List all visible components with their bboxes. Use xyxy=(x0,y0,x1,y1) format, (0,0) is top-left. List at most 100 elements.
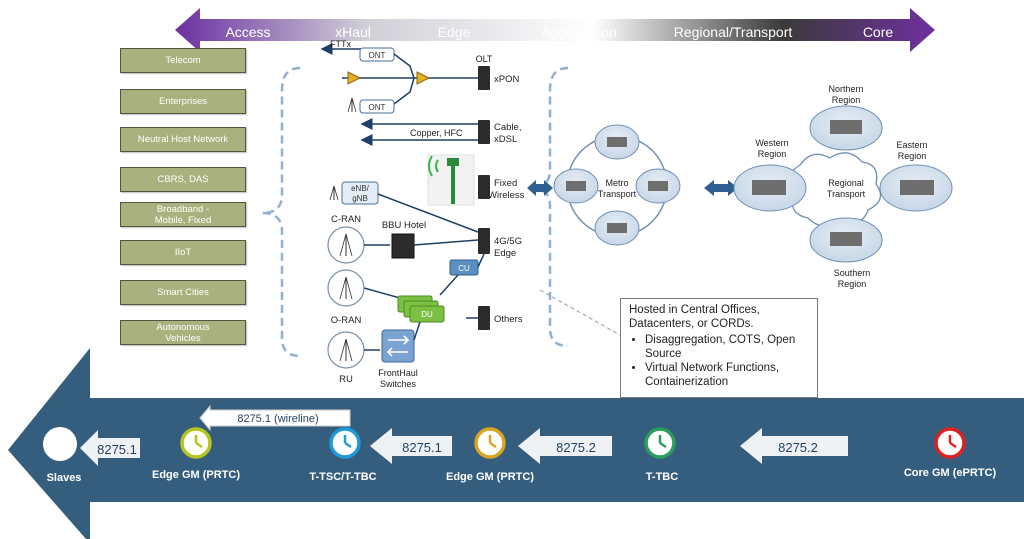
timing-arrow-2-label: 8275.1 xyxy=(402,440,442,455)
splitter-icon-2 xyxy=(416,71,431,85)
regional-transport: Regional Transport Northern Region Weste… xyxy=(733,84,953,289)
fttx-label: FTTx xyxy=(330,39,351,49)
copper-hfc-label: Copper, HFC xyxy=(410,128,463,138)
use-case-iiot: IIoT xyxy=(120,240,246,265)
clock-label-core-gm: Core GM (ePRTC) xyxy=(904,467,997,479)
metro-transport-label: Transport xyxy=(598,189,637,199)
eastern-label: Eastern xyxy=(896,140,927,150)
pon-line xyxy=(393,53,478,79)
southern-region-label: Region xyxy=(838,279,867,289)
xdsl-label: xDSL xyxy=(494,134,517,145)
clock-label-t-tsc: T-TSC/T-TBC xyxy=(309,471,376,483)
metro-rack-bottom xyxy=(607,223,627,233)
cran-tower-icon xyxy=(339,233,353,257)
fronthaul-label: FrontHaul xyxy=(378,368,418,378)
cu-box xyxy=(449,259,479,276)
enb-to-edge-line xyxy=(377,193,479,233)
use-case-telecom: Telecom xyxy=(120,48,246,73)
clock-label-edge-gm-1: Edge GM (PRTC) xyxy=(152,469,240,481)
ru-label: RU xyxy=(339,374,353,385)
metro-transport: Metro Transport xyxy=(553,124,681,246)
ru-tower-icon xyxy=(339,338,353,362)
timing-arrow-1-label: 8275.1 xyxy=(97,442,137,457)
others-device-icon xyxy=(478,306,490,330)
domain-bar-arrow xyxy=(175,8,935,52)
timing-arrow-1 xyxy=(80,430,140,466)
domain-label-regional-transport: Regional/Transport xyxy=(674,24,793,40)
use-case-autonomous-vehicles: Autonomous Vehicles xyxy=(120,320,246,345)
cable-label: Cable, xyxy=(494,122,521,133)
bbu-to-edge-line xyxy=(413,239,479,246)
hosted-title-line-2: Datacenters, or CORDs. xyxy=(629,318,754,330)
domain-label-aggregation: Aggregation xyxy=(541,24,617,40)
enb-gnb-box xyxy=(341,181,379,205)
metro-rack-left xyxy=(566,181,586,191)
xpon-label: xPON xyxy=(494,74,519,85)
hosted-bullet-list: Disaggregation, COTS, Open Source Virtua… xyxy=(629,333,809,389)
edge-4g5g-label: 4G/5G xyxy=(494,236,522,247)
du-box xyxy=(409,305,445,323)
olt-device-icon xyxy=(478,66,490,90)
du-label: DU xyxy=(421,310,433,319)
fronthaul-switch-icon xyxy=(381,329,415,363)
domain-label-core: Core xyxy=(863,24,894,40)
timing-arrow-2 xyxy=(370,428,452,464)
cmts-device-icon xyxy=(478,120,490,144)
edge-4g5g-device-icon xyxy=(478,228,490,254)
use-case-broadband: Broadband - Mobile, Fixed xyxy=(120,202,246,227)
hosted-bullet-1: Disaggregation, COTS, Open Source xyxy=(645,333,809,361)
cu-label: CU xyxy=(458,264,470,273)
access-brace-left xyxy=(261,66,301,358)
timing-arrow-4-label: 8275.2 xyxy=(778,440,818,455)
ont-label-2: ONT xyxy=(369,103,386,112)
wireline-arrow xyxy=(199,404,351,432)
metro-rack-top xyxy=(607,137,627,147)
wireless-label: Wireless xyxy=(488,190,525,201)
fixed-wireless-tower-icon xyxy=(427,154,475,206)
cell-tower-icon-small xyxy=(347,97,357,113)
access-brace-right xyxy=(529,66,569,348)
domain-label-edge: Edge xyxy=(438,24,471,40)
timing-arrow-4 xyxy=(740,428,848,464)
southern-label: Southern xyxy=(834,268,871,278)
timing-arrow-3 xyxy=(518,428,612,464)
western-rack xyxy=(752,180,786,195)
slaves-label: Slaves xyxy=(47,472,82,484)
clock-node-core-gm: Core GM (ePRTC) xyxy=(904,427,997,479)
du-to-cu-line xyxy=(439,274,459,296)
pon-line-2 xyxy=(393,77,415,105)
gnb-label: gNB xyxy=(352,194,368,203)
clock-label-edge-gm-2: Edge GM (PRTC) xyxy=(446,471,534,483)
northern-rack xyxy=(830,120,862,134)
enb-label: eNB/ xyxy=(351,184,370,193)
timing-band: 8275.1 8275.1 8275.2 8275.2 8275.1 (wire… xyxy=(8,348,1024,539)
bbu-hotel-icon xyxy=(391,233,415,259)
edge-label: Edge xyxy=(494,248,516,259)
use-case-cbrs-das: CBRS, DAS xyxy=(120,167,246,192)
edge-metro-double-arrow xyxy=(527,180,553,196)
clock-node-t-tbc: T-TBC xyxy=(644,427,678,483)
metro-label: Metro xyxy=(605,178,628,188)
southern-rack xyxy=(830,232,862,246)
slaves-circle xyxy=(43,427,77,461)
clock-node-t-tsc: T-TSC/T-TBC xyxy=(309,427,377,483)
switch-to-du-line xyxy=(413,321,421,341)
oran-tower-icon-top xyxy=(339,276,353,300)
timing-arrow-3-label: 8275.2 xyxy=(556,440,596,455)
metro-rack-right xyxy=(648,181,668,191)
olt-label: OLT xyxy=(476,54,493,64)
use-case-neutral-host: Neutral Host Network xyxy=(120,127,246,152)
splitter-icon-1 xyxy=(347,71,362,85)
use-case-enterprises: Enterprises xyxy=(120,89,246,114)
metro-regional-double-arrow xyxy=(704,180,738,196)
ont-box-2 xyxy=(359,99,395,114)
cu-to-edge-line xyxy=(477,253,485,268)
cran-label: C-RAN xyxy=(331,214,361,225)
clock-node-edge-gm-2: Edge GM (PRTC) xyxy=(446,427,534,483)
eastern-rack xyxy=(900,180,934,195)
access-section: FTTx ONT ONT OLT xPON Copper, HFC Cable,… xyxy=(320,39,525,389)
clock-label-t-tbc: T-TBC xyxy=(646,471,678,483)
eastern-region-label: Region xyxy=(898,151,927,161)
regional-label: Regional xyxy=(828,178,864,188)
